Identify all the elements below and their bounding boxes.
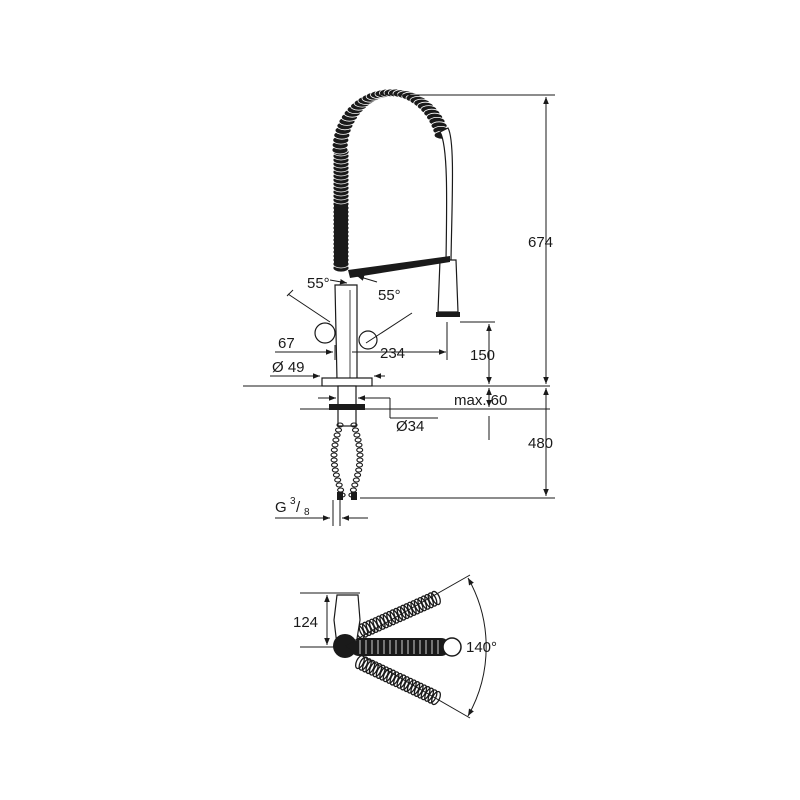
mounting-nut (329, 404, 365, 410)
supply-hose-segment (353, 432, 361, 438)
supply-hose-segment (332, 472, 340, 478)
supply-hose-segment (355, 442, 363, 448)
supply-hose-segment (356, 447, 364, 453)
angle-left-arrow (329, 279, 348, 285)
angle-140-line-upper (344, 574, 471, 647)
top-hose-upper (355, 590, 441, 640)
angle-140-line-lower (344, 645, 471, 719)
spout-hose (439, 127, 454, 261)
angle-left-label: 55° (307, 275, 330, 292)
supply-hose-segment (330, 457, 338, 463)
dim-234-label: 234 (380, 345, 405, 362)
lever-left (314, 322, 336, 344)
spray-face (436, 312, 460, 317)
supply-hose-segment (356, 452, 364, 458)
spout-arm (348, 256, 450, 278)
supply-hose-segment (337, 487, 345, 493)
angle-140-arc (467, 577, 487, 717)
thread-num-label: 3 (290, 496, 296, 507)
top-view: 124 140° (293, 574, 497, 719)
base-flange (321, 377, 373, 387)
supply-hose-segment (354, 437, 362, 443)
dim-67-label: 67 (278, 335, 295, 352)
angle-right-line (365, 312, 413, 344)
supply-hose-segment (350, 422, 358, 428)
hose-ring (427, 592, 438, 607)
thread-base-label: G (275, 499, 287, 516)
supply-hose-segment (354, 472, 362, 478)
supply-hose-segment (355, 462, 364, 468)
supply-hose-segment (334, 477, 342, 483)
supply-hose-segment (336, 422, 344, 428)
supply-hose-segment (352, 477, 360, 483)
angle-right-arrow (356, 275, 378, 283)
supply-hose-fitting (337, 492, 343, 500)
supply-hose-segment (333, 432, 341, 438)
supply-hose-fitting (351, 492, 357, 500)
spring-inner-coil (334, 205, 348, 265)
hose-ring (431, 590, 441, 606)
supply-hose-segment (356, 457, 364, 463)
supply-hose-segment (349, 487, 357, 493)
dim-480-label: 480 (528, 435, 553, 452)
supply-hose-segment (355, 467, 363, 473)
dim-34-label: Ø34 (396, 418, 424, 435)
angle-140-label: 140° (466, 639, 497, 656)
top-spray-head (442, 637, 462, 657)
front-view: 674 480 150 234 55° 55° 67 Ø 49 max. 60 (243, 88, 555, 526)
lever-right (358, 330, 378, 350)
angle-left-tick (286, 289, 294, 297)
angle-left-line (287, 293, 331, 323)
supply-hose-segment (330, 447, 338, 453)
hose-ring (389, 671, 400, 686)
supply-hose-segment (331, 467, 339, 473)
faucet-body (334, 284, 358, 381)
supply-hose-segment (334, 427, 343, 433)
thread-den-label: 8 (304, 507, 310, 518)
supply-hose-segment (351, 482, 359, 488)
supply-hose-segment (332, 437, 340, 443)
dim-max60-label: max. 60 (454, 392, 507, 409)
top-hose-lower (354, 654, 442, 706)
top-spout-main (350, 637, 462, 657)
supply-hoses (330, 422, 364, 500)
supply-hose-segment (351, 427, 360, 433)
thread-slash: / (296, 499, 301, 516)
supply-hose-segment (335, 482, 343, 488)
dim-124-label: 124 (293, 614, 318, 631)
supply-hose-segment (331, 442, 339, 448)
supply-hose-segment (330, 452, 338, 458)
spray-head (437, 259, 459, 313)
dim-674-label: 674 (528, 234, 553, 251)
supply-hose-segment (330, 462, 339, 468)
dim-49-label: Ø 49 (272, 359, 305, 376)
dim-150-label: 150 (470, 347, 495, 364)
angle-right-label: 55° (378, 287, 401, 304)
top-spout-arm (350, 638, 450, 656)
spring-coil (331, 88, 451, 273)
